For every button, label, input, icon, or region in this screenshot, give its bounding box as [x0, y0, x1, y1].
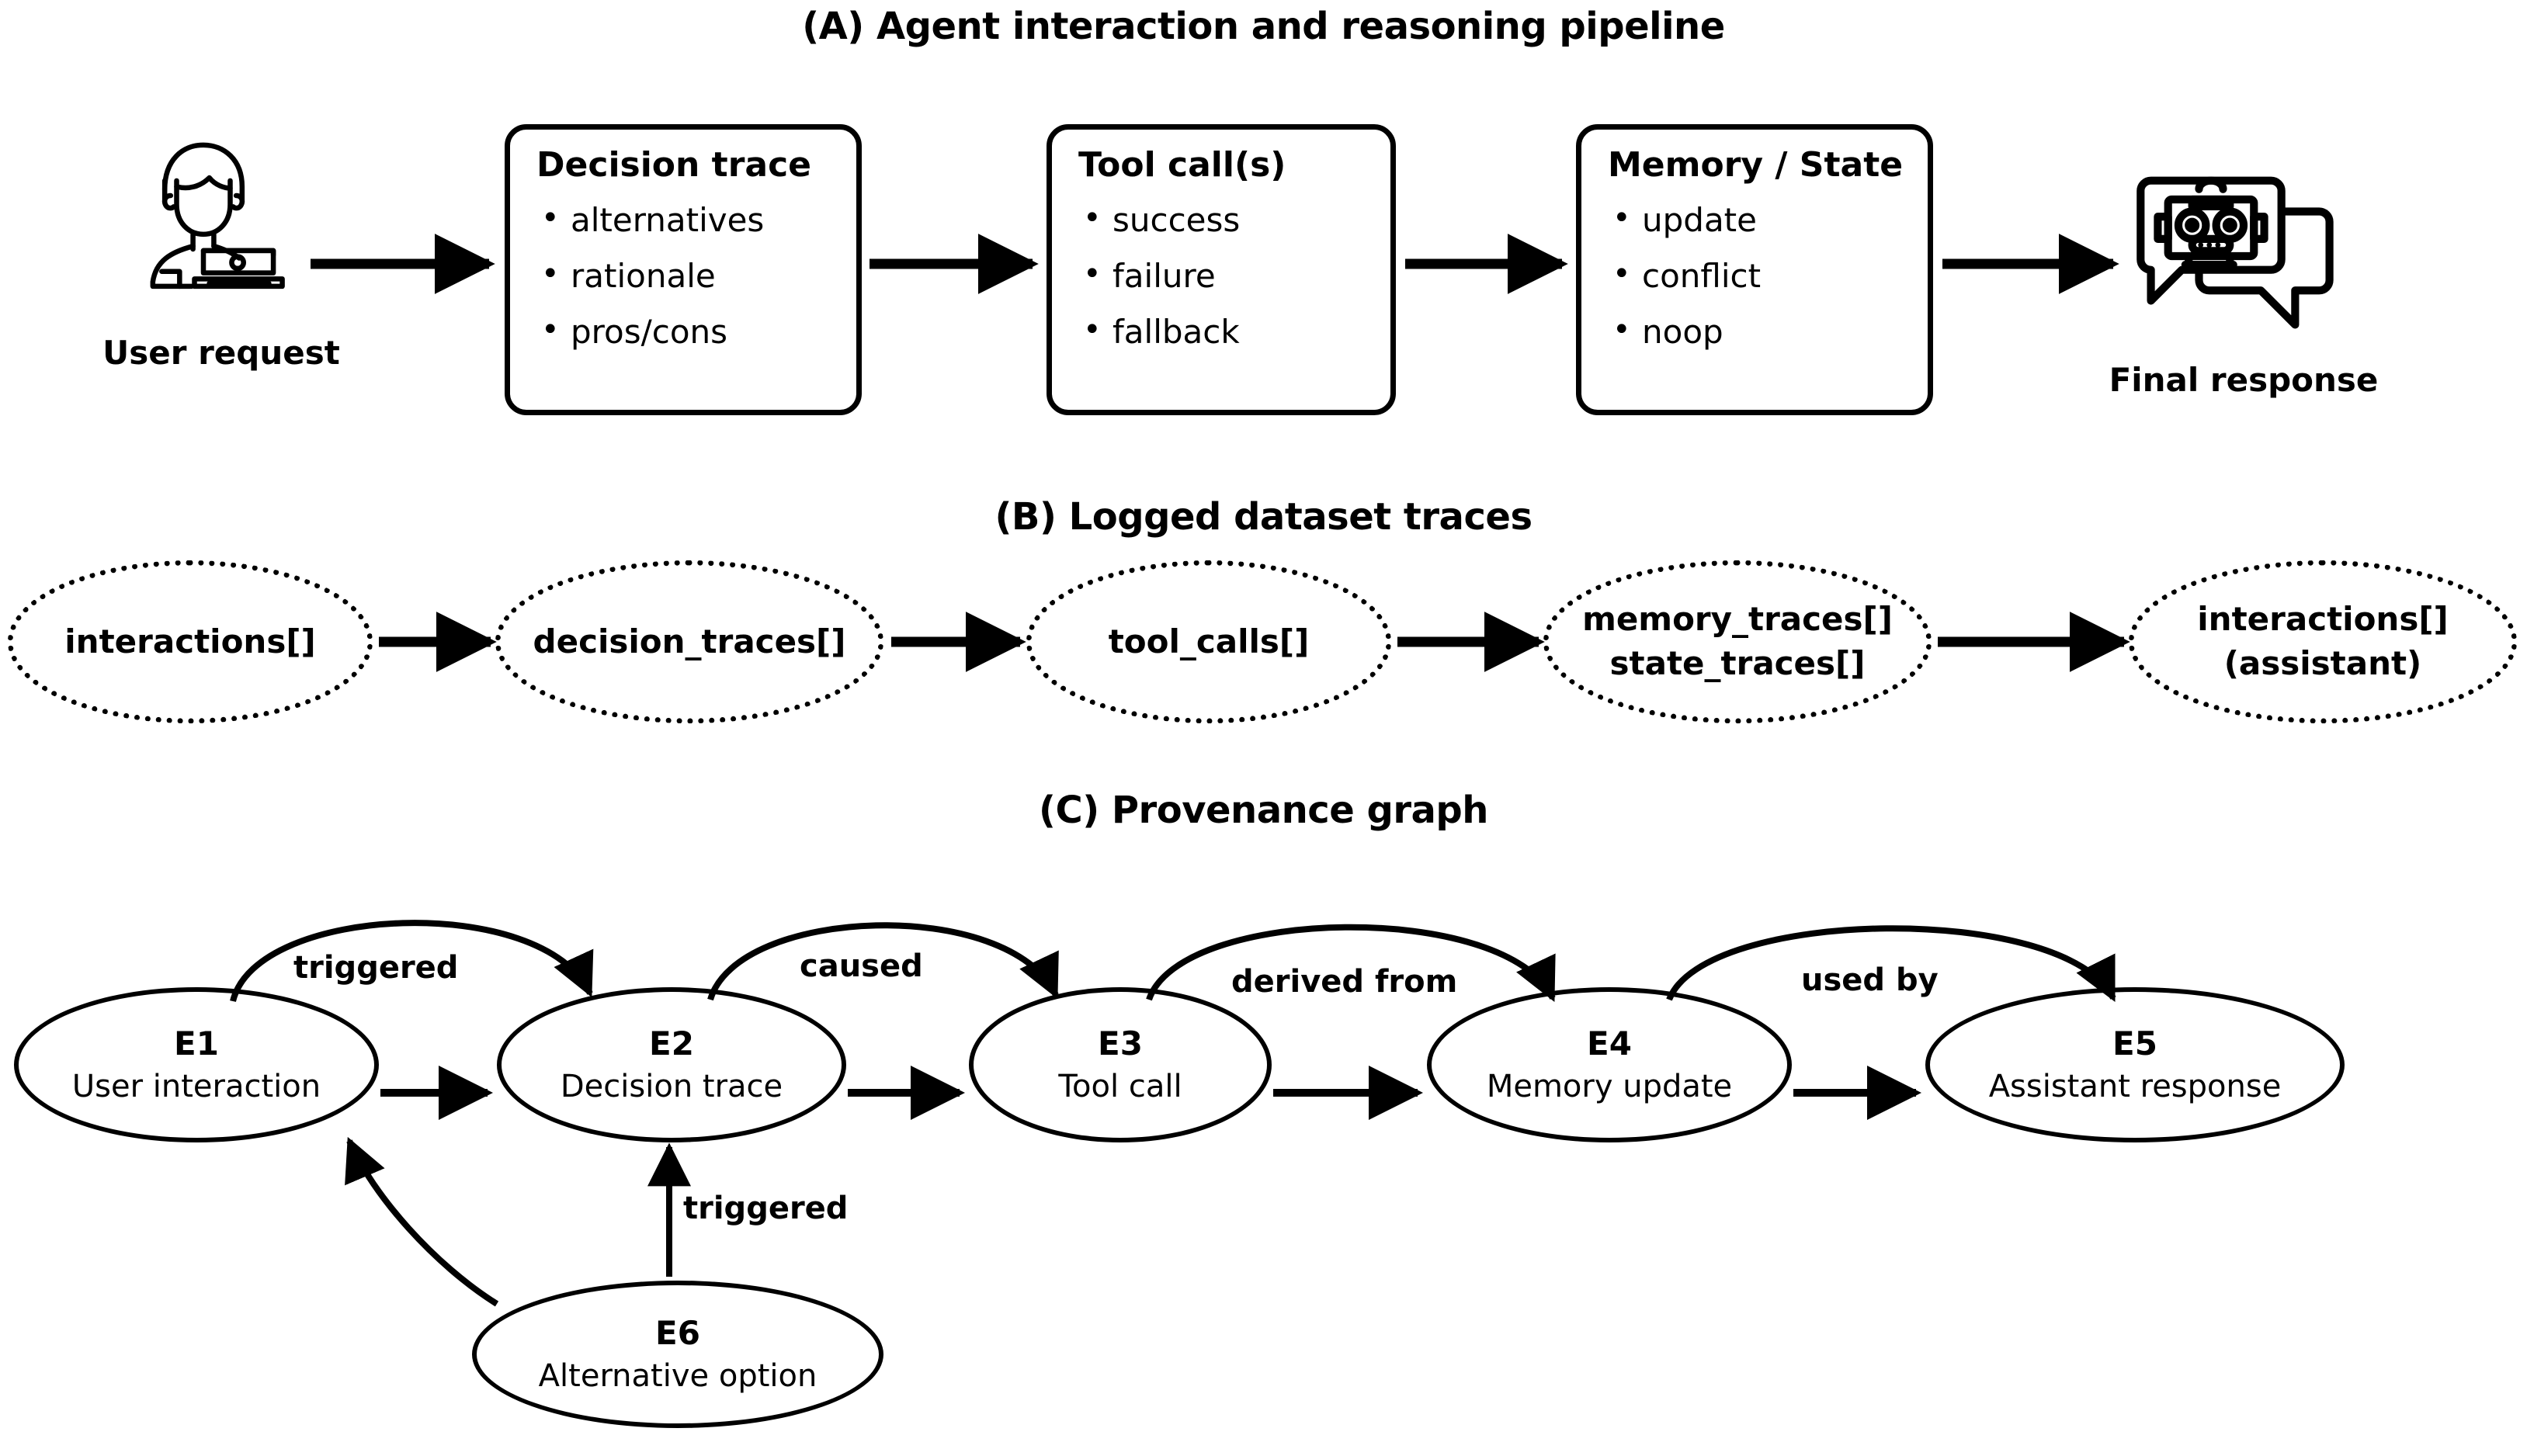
- stage-item-list: update conflict noop: [1608, 203, 1928, 348]
- trace-node-label: decision_traces[]: [533, 622, 846, 660]
- stage-box-decision-trace: Decision trace alternatives rationale pr…: [505, 124, 862, 415]
- stage-item: success: [1083, 203, 1390, 237]
- trace-node-tool-calls: tool_calls[]: [1026, 560, 1391, 723]
- section-b-title: (B) Logged dataset traces: [994, 495, 1533, 539]
- edge-label-used-by: used by: [1801, 962, 1939, 998]
- edge-label-caused: caused: [800, 948, 923, 984]
- stage-heading: Decision trace: [536, 145, 812, 185]
- stage-item: failure: [1083, 258, 1390, 293]
- trace-node-label: interactions[]: [64, 622, 316, 660]
- trace-node-memory-state-traces: memory_traces[] state_traces[]: [1543, 560, 1932, 723]
- stage-item: pros/cons: [541, 314, 856, 348]
- node-label: Assistant response: [1988, 1069, 2282, 1104]
- edge-label-triggered-e6-e2: triggered: [683, 1191, 849, 1226]
- provenance-node-e5: E5 Assistant response: [1925, 987, 2345, 1142]
- stage-heading: Memory / State: [1608, 145, 1904, 185]
- user-with-laptop-icon: [132, 136, 311, 291]
- trace-node-label: memory_traces[]: [1582, 600, 1893, 639]
- node-label: Alternative option: [538, 1358, 817, 1394]
- edge-label-derived-from: derived from: [1231, 964, 1458, 1000]
- node-label: Memory update: [1486, 1069, 1733, 1104]
- section-a-title: (A) Agent interaction and reasoning pipe…: [802, 5, 1725, 48]
- provenance-node-e3: E3 Tool call: [969, 987, 1272, 1142]
- trace-node-interactions: interactions[]: [8, 560, 373, 723]
- node-label: Tool call: [1058, 1069, 1182, 1104]
- edge-label-triggered-e1-e2: triggered: [293, 950, 459, 986]
- stage-box-memory-state: Memory / State update conflict noop: [1576, 124, 1933, 415]
- stage-item-list: alternatives rationale pros/cons: [536, 203, 856, 348]
- final-response-label: Final response: [2109, 361, 2379, 399]
- user-request-label: User request: [102, 334, 340, 372]
- stage-box-tool-calls: Tool call(s) success failure fallback: [1047, 124, 1396, 415]
- node-id: E5: [2112, 1024, 2157, 1063]
- trace-node-label-line2: state_traces[]: [1609, 644, 1866, 682]
- node-id: E6: [655, 1314, 700, 1352]
- stage-item: fallback: [1083, 314, 1390, 348]
- provenance-node-e2: E2 Decision trace: [497, 987, 846, 1142]
- stage-item: conflict: [1612, 258, 1928, 293]
- trace-node-label-line2: (assistant): [2223, 644, 2422, 682]
- node-label: User interaction: [71, 1069, 321, 1104]
- trace-node-label: tool_calls[]: [1108, 622, 1310, 660]
- stage-item: rationale: [541, 258, 856, 293]
- node-id: E4: [1587, 1024, 1632, 1063]
- trace-node-label: interactions[]: [2197, 600, 2449, 639]
- section-c-title: (C) Provenance graph: [1039, 789, 1488, 832]
- stage-item: update: [1612, 203, 1928, 237]
- trace-node-interactions-assistant: interactions[] (assistant): [2129, 560, 2517, 723]
- robot-chat-bubble-icon: [2127, 167, 2360, 345]
- stage-item-list: success failure fallback: [1078, 203, 1390, 348]
- provenance-node-e6: E6 Alternative option: [472, 1281, 883, 1428]
- stage-heading: Tool call(s): [1078, 145, 1286, 185]
- node-id: E2: [649, 1024, 694, 1063]
- provenance-node-e4: E4 Memory update: [1427, 987, 1792, 1142]
- stage-item: alternatives: [541, 203, 856, 237]
- node-label: Decision trace: [560, 1069, 783, 1104]
- node-id: E1: [174, 1024, 219, 1063]
- trace-node-decision-traces: decision_traces[]: [495, 560, 883, 723]
- provenance-node-e1: E1 User interaction: [14, 987, 379, 1142]
- stage-item: noop: [1612, 314, 1928, 348]
- provenance-curve-e6-e1: [345, 1136, 499, 1307]
- node-id: E3: [1098, 1024, 1143, 1063]
